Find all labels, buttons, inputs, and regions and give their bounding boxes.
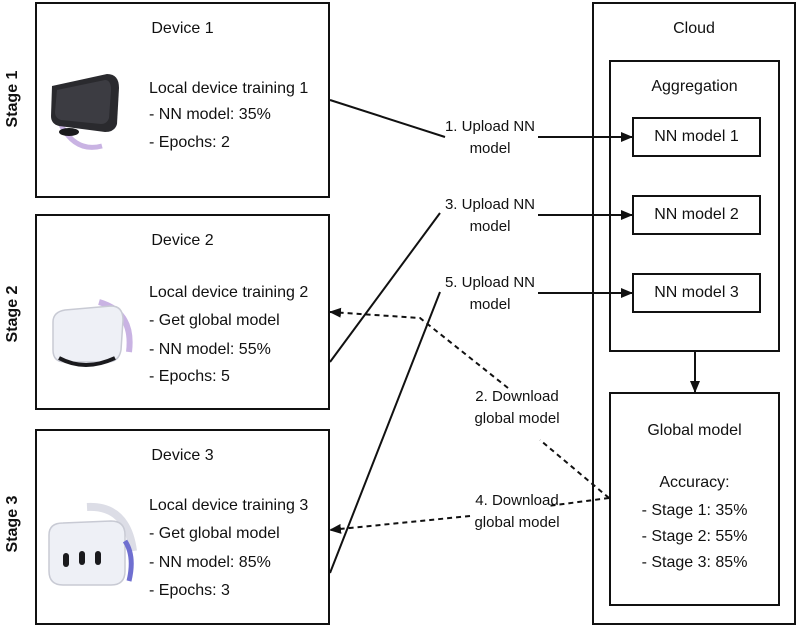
device-2-title: Device 2 [151,232,214,249]
accuracy-title: Accuracy: [659,474,730,491]
upload-3-line [329,212,441,363]
device-2-line-1: Local device training 2 [149,284,309,301]
global-model-title: Global model [647,422,742,439]
device-2-box: Device 2 Local device training 2 - Get g… [35,214,330,410]
upload-1-line [329,99,446,138]
download-2-line [330,312,610,499]
device-3-line-4: - Epochs: 3 [149,582,230,599]
device-1-box: Device 1 Local device training 1 - NN mo… [35,2,330,198]
device-3-line-2: - Get global model [149,525,280,542]
cloud-title: Cloud [673,20,715,37]
accuracy-stage-2: - Stage 2: 55% [641,528,748,545]
download-4-line [330,497,610,530]
accuracy-stage-3: - Stage 3: 85% [641,554,748,571]
nn-model-1-box: NN model 1 [632,117,761,157]
headset-1-icon [51,74,119,150]
device-3-line-1: Local device training 3 [149,497,309,514]
device-3-line-3: - NN model: 85% [149,554,271,571]
device-1-line-3: - Epochs: 2 [149,134,230,151]
device-1-title: Device 1 [151,20,214,37]
device-2-line-2: - Get global model [149,312,280,329]
device-1-line-2: - NN model: 35% [149,106,271,123]
upload-5-line [329,291,441,574]
accuracy-stage-1: - Stage 1: 35% [641,502,748,519]
headset-2-icon [52,299,133,367]
nn-model-2-box: NN model 2 [632,195,761,235]
headset-3-icon [48,502,137,586]
device-1-line-1: Local device training 1 [149,80,309,97]
nn-model-3-box: NN model 3 [632,273,761,313]
device-3-title: Device 3 [151,447,214,464]
global-model-box: Global model Accuracy: - Stage 1: 35% - … [609,392,780,606]
device-2-line-4: - Epochs: 5 [149,368,230,385]
device-2-line-3: - NN model: 55% [149,341,271,358]
aggregation-title: Aggregation [651,78,738,95]
